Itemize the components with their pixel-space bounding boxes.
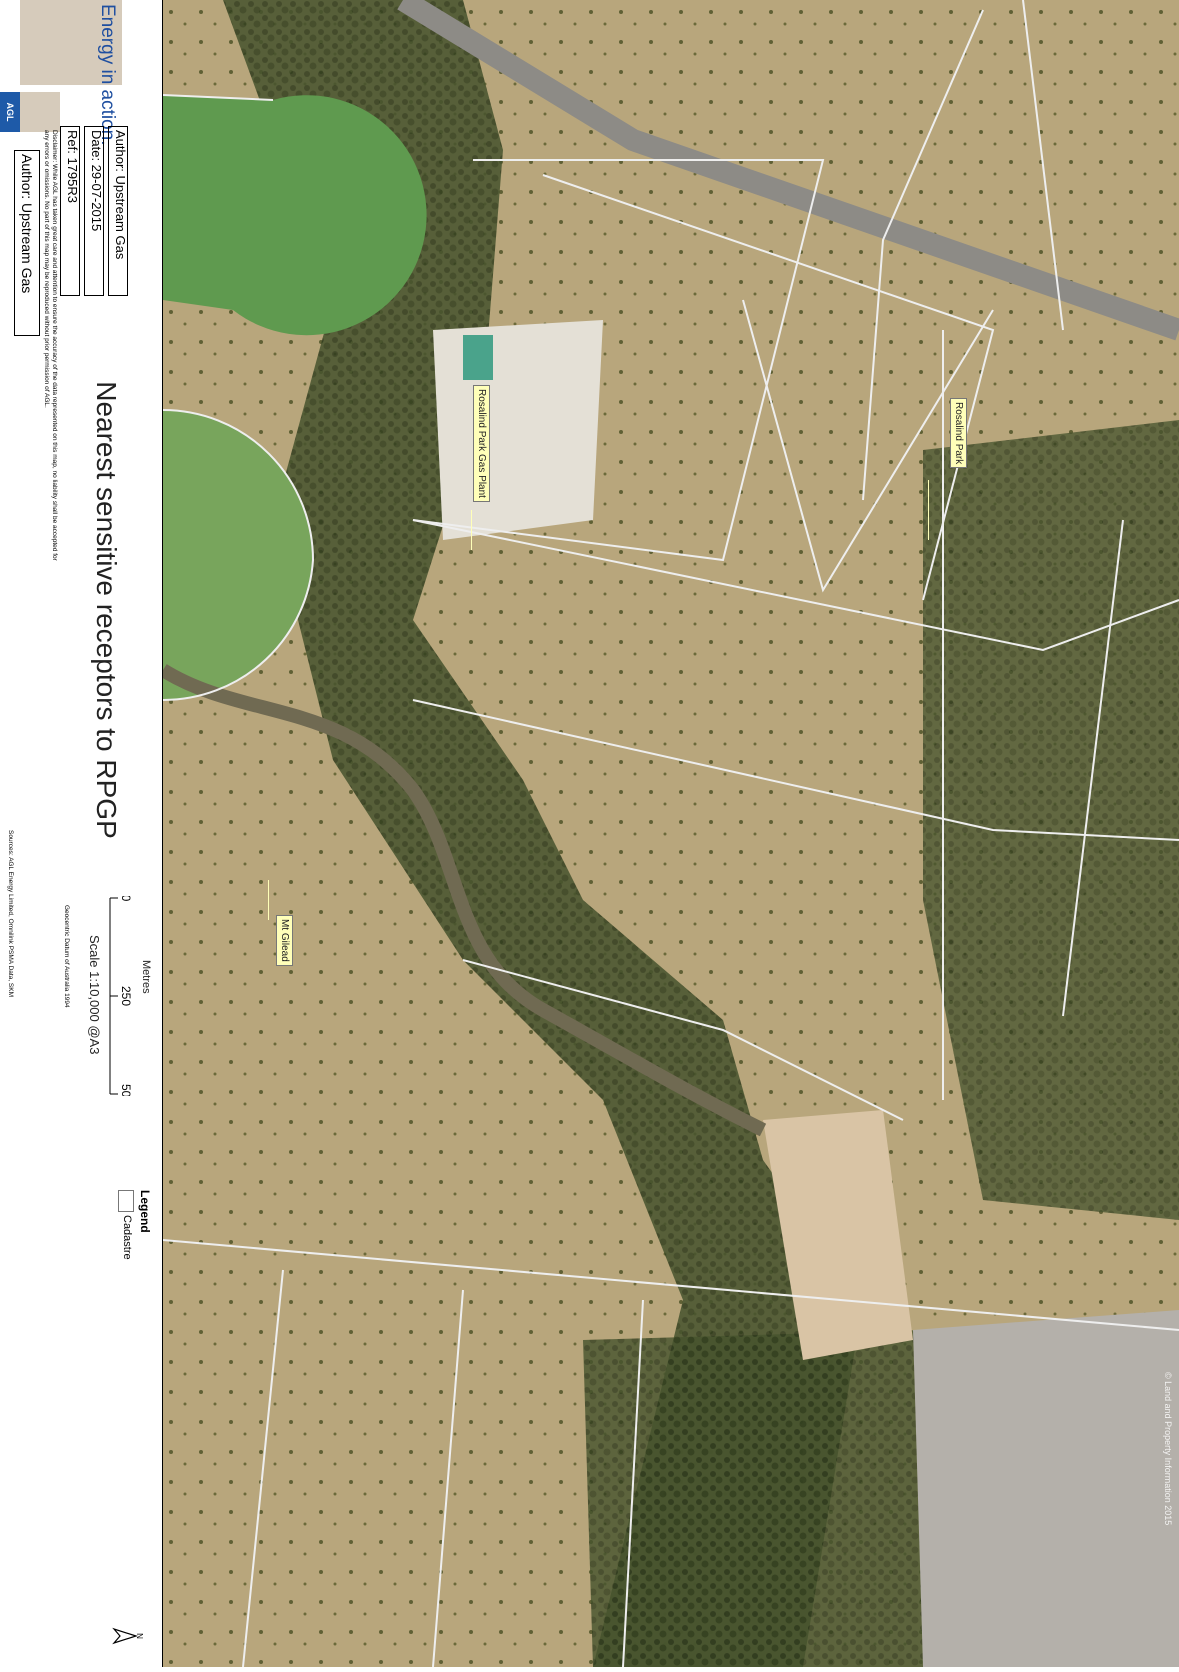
legend-label-cadastre: Cadastre <box>121 1215 133 1260</box>
label-mt-gilead: Mt Gilead <box>276 915 293 966</box>
township <box>913 1310 1179 1667</box>
east-forest <box>923 420 1179 1220</box>
author-field: Author: Upstream Gas <box>14 150 40 336</box>
scale-units: Metres <box>140 960 152 994</box>
irrigated-field-north <box>163 95 427 336</box>
brand-icon <box>20 92 60 132</box>
leader-rosalind-park <box>928 480 929 540</box>
north-arrow-icon: N <box>112 1627 144 1645</box>
map-info-panel: Energy in action. AGL Author: Upstream G… <box>0 0 163 1667</box>
map-info-panel-rotated: Energy in action. AGL Author: Upstream G… <box>0 0 162 1667</box>
irrigated-field-south <box>163 410 313 701</box>
brand-box: Energy in action. <box>20 0 122 146</box>
leader-gas-plant <box>471 510 472 550</box>
sources-note: Sources: AGL Energy Limited, Omnilink PS… <box>7 830 14 998</box>
legend-title: Legend <box>138 1190 152 1233</box>
scale-ratio: Scale 1:10,000 @A3 <box>87 935 102 1055</box>
cadastre-lines <box>162 0 1179 1668</box>
imagery-credit: © Land and Property Information 2015 <box>1163 1372 1173 1526</box>
map-title: Nearest sensitive receptors to RPGP <box>90 380 122 840</box>
aerial-imagery <box>159 0 1179 1668</box>
scale-bar: 0 250 500 <box>109 896 133 1096</box>
highway <box>397 0 1179 341</box>
leader-mt-gilead <box>268 880 269 920</box>
legend-swatch-cadastre <box>118 1190 134 1212</box>
scale-tick-500: 500 <box>119 1084 133 1096</box>
creek-channel <box>159 664 767 1137</box>
agl-logo: AGL <box>0 92 20 132</box>
riparian-forest <box>223 0 863 1667</box>
label-gas-plant: Rosalind Park Gas Plant <box>473 385 490 502</box>
scale-tick-0: 0 <box>119 896 133 902</box>
plant-pond <box>463 335 493 380</box>
scale-tick-250: 250 <box>119 986 133 1006</box>
gas-plant-site <box>433 320 603 540</box>
brand-tagline: Energy in action. <box>97 4 118 146</box>
datum-note: Geocentric Datum of Australia 1994 <box>63 905 70 1008</box>
south-quarry <box>763 1110 913 1360</box>
north-label: N <box>135 1633 144 1639</box>
label-rosalind-park: Rosalind Park <box>950 398 967 469</box>
south-forest <box>583 1330 943 1667</box>
map-canvas[interactable]: Rosalind Park Rosalind Park Gas Plant Mt… <box>159 0 1179 1668</box>
map-title-text: Nearest sensitive receptors to RPGP <box>91 381 122 839</box>
